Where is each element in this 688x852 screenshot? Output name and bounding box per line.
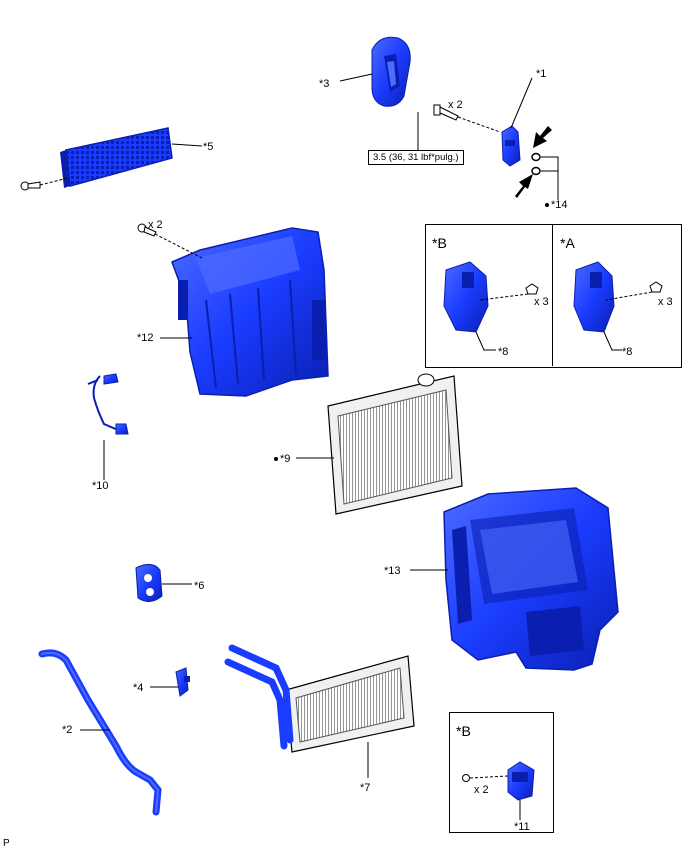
part-10-harness: [87, 373, 129, 435]
label-part-6: *6: [194, 580, 205, 592]
part-4-clip: [175, 667, 190, 697]
part-13-housing: [443, 487, 619, 671]
label-part-8a: *8: [622, 346, 633, 358]
corner-mark: P: [3, 838, 10, 849]
leader-8a: [603, 331, 622, 351]
label-part-4: *4: [133, 682, 144, 694]
qty-screw-top: x 2: [448, 99, 463, 111]
inset-title-b: *B: [432, 235, 447, 251]
inset-box-b2: [449, 712, 554, 833]
qty-inset-b: x 3: [534, 296, 549, 308]
label-part-11: *11: [514, 821, 530, 833]
qty-inset-a: x 3: [658, 296, 673, 308]
part-12-duct: [171, 227, 329, 397]
label-part-12: *12: [137, 332, 154, 344]
label-part-3: *3: [319, 78, 330, 90]
part-3-cap: [371, 36, 411, 107]
actuator-b: [443, 261, 539, 333]
torque-spec: 3.5 (36, 31 lbf*pulg.): [368, 150, 464, 165]
inset-title-a: *A: [560, 235, 575, 251]
leader-8b: [475, 331, 496, 351]
part-7-heater: [224, 644, 415, 753]
inset-box-ba: [425, 224, 682, 368]
part-11-actuator: [462, 761, 535, 801]
dot-14: [545, 203, 549, 207]
part-14-o-rings: [531, 152, 559, 200]
leader-5: [171, 143, 203, 147]
leader-3: [339, 73, 373, 82]
label-part-13: *13: [384, 565, 401, 577]
inset-divider: [552, 224, 553, 366]
qty-screw-left: x 2: [148, 219, 163, 231]
label-part-9: *9: [280, 453, 291, 465]
leader-1: [510, 77, 533, 129]
label-part-14: *14: [551, 199, 568, 211]
screw-5: [20, 177, 69, 191]
actuator-a: [573, 261, 663, 333]
part-1-valve: [501, 125, 521, 167]
dot-9: [274, 457, 278, 461]
qty-inset-b2: x 2: [474, 784, 489, 796]
label-part-8b: *8: [498, 346, 509, 358]
part-2-pipe: [38, 649, 162, 816]
screw-12: [137, 223, 203, 259]
label-part-2: *2: [62, 724, 73, 736]
label-part-7: *7: [360, 782, 371, 794]
arrow-upper: [533, 126, 552, 148]
bolt-top: [433, 104, 501, 133]
arrow-lower: [515, 174, 533, 198]
inset-title-b2: *B: [456, 723, 471, 739]
label-part-1: *1: [536, 68, 547, 80]
part-9-evaporator: [327, 373, 463, 515]
label-part-10: *10: [92, 480, 109, 492]
part-6-grommet: [135, 564, 163, 602]
part-5-filter: [60, 127, 173, 188]
label-part-5: *5: [203, 141, 214, 153]
